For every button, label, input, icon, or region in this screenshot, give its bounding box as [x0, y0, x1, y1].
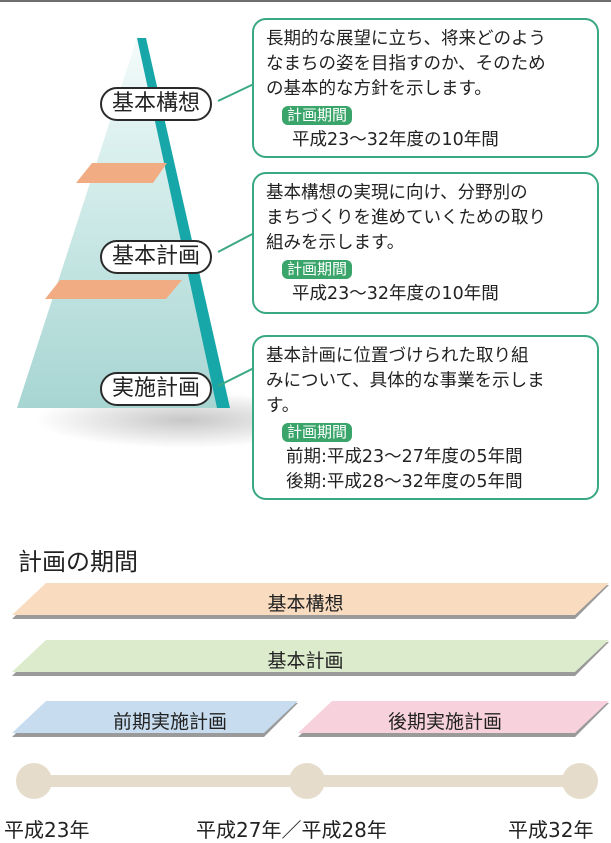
callout-connectors	[217, 81, 259, 387]
bar-label-kihon-keikaku: 基本計画	[267, 650, 344, 672]
callout-2-line-1: 基本構想の実現に向け、分野別の	[266, 183, 528, 203]
period-tag-1: 計画期間	[282, 106, 353, 125]
bar-zenki	[12, 701, 298, 733]
bar-label-zenki: 前期実施計画	[112, 711, 227, 733]
callout-1-line-2: なまちの姿を目指すのか、そのため	[266, 54, 546, 74]
bar-koki	[298, 701, 609, 733]
timeline-point-end	[562, 763, 598, 799]
top-rule	[0, 0, 611, 2]
callout-3-line-3: す。	[266, 396, 300, 416]
callout-2-line-3: 組みを示します。	[266, 233, 405, 253]
period-3-line-2: 後期:平成28〜32年度の5年間	[286, 472, 523, 492]
period-bars	[12, 583, 609, 737]
pyramid-side-face	[137, 38, 230, 408]
callout-kihon-koso: 長期的な展望に立ち、将来どのよう なまちの姿を目指すのか、そのため の基本的な方…	[252, 18, 599, 158]
pyramid-divider-lower	[45, 280, 182, 299]
period-1-line-1: 平成23〜32年度の10年間	[292, 130, 499, 150]
period-tag-3: 計画期間	[282, 423, 353, 442]
bar-kihon-keikaku	[12, 640, 609, 672]
callout-3-line-2: みについて、具体的な事業を示しま	[266, 371, 545, 391]
bar-label-koki: 後期実施計画	[387, 711, 502, 733]
callout-3-line-1: 基本計画に位置づけられた取り組	[266, 346, 529, 366]
callout-kihon-keikaku: 基本構想の実現に向け、分野別の まちづくりを進めていくための取り 組みを示します…	[252, 172, 599, 314]
timeline-label-mid: 平成27年／平成28年	[196, 818, 387, 842]
callout-1-line-1: 長期的な展望に立ち、将来どのよう	[266, 29, 546, 49]
period-tag-2: 計画期間	[282, 260, 353, 279]
period-2-line-1: 平成23〜32年度の10年間	[292, 284, 499, 304]
connector-3	[217, 365, 259, 387]
bar-kihon-koso	[12, 583, 609, 615]
timeline-point-start	[16, 763, 52, 799]
timeline-label-start: 平成23年	[4, 818, 90, 842]
timeline-label-end: 平成32年	[508, 818, 594, 842]
callout-2-line-2: まちづくりを進めていくための取り	[266, 208, 546, 228]
section-title: 計画の期間	[18, 548, 138, 576]
connector-1	[217, 81, 259, 102]
level-label-kihon-keikaku: 基本計画	[100, 240, 213, 274]
connector-2	[217, 230, 259, 253]
timeline-point-mid	[289, 763, 325, 799]
callout-1-line-3: の基本的な方針を示します。	[266, 79, 492, 99]
period-3-line-1: 前期:平成23〜27年度の5年間	[286, 447, 523, 467]
level-label-kihon-koso: 基本構想	[100, 87, 213, 121]
bar-label-kihon-koso: 基本構想	[267, 593, 344, 615]
timeline	[16, 763, 598, 799]
pyramid-divider-upper	[76, 163, 167, 183]
pyramid-front-face	[17, 38, 230, 408]
callout-jisshi-keikaku: 基本計画に位置づけられた取り組 みについて、具体的な事業を示しま す。 計画期間…	[252, 335, 599, 500]
level-label-jisshi-keikaku: 実施計画	[100, 372, 213, 406]
